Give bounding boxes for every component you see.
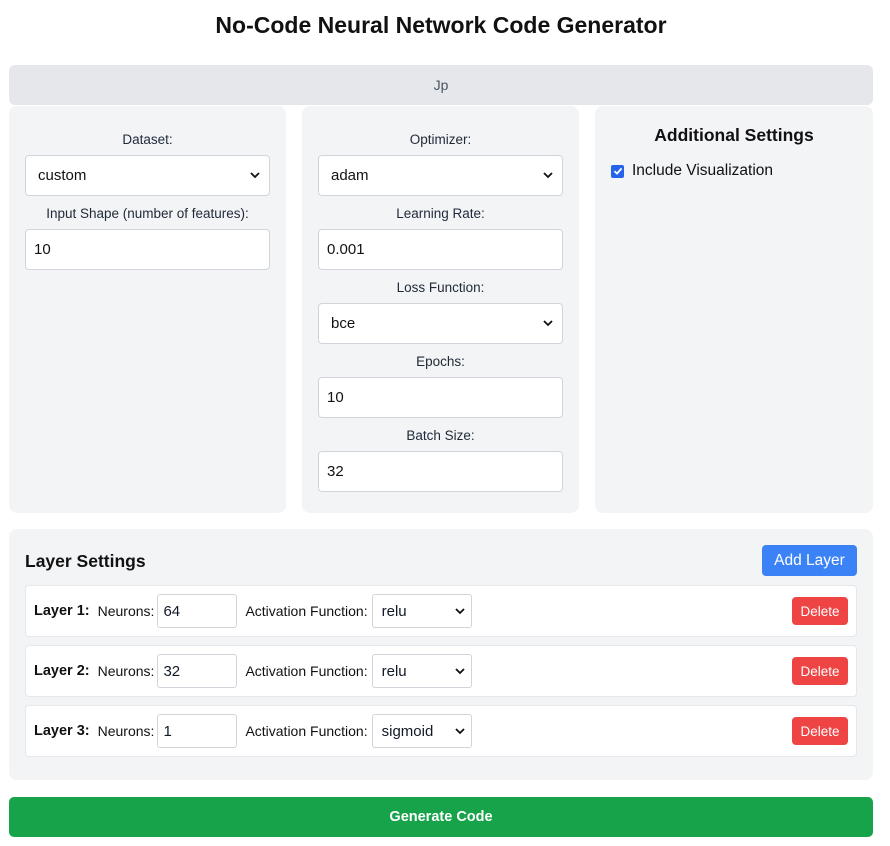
neurons-label: Neurons:	[97, 723, 155, 739]
layer-row: Layer 1: Neurons: 64 Activation Function…	[25, 585, 857, 637]
activation-value: relu	[381, 602, 407, 620]
delete-layer-button[interactable]: Delete	[792, 717, 848, 745]
epochs-input[interactable]: 10	[318, 377, 563, 418]
loss-function-label: Loss Function:	[396, 280, 485, 295]
batch-size-value: 32	[327, 463, 344, 480]
activation-value: sigmoid	[381, 722, 434, 740]
layer-row: Layer 3: Neurons: 1 Activation Function:…	[25, 705, 857, 757]
loss-function-select[interactable]: bce	[318, 303, 563, 344]
activation-select[interactable]: sigmoid	[371, 714, 472, 748]
chevron-down-icon	[454, 608, 465, 615]
layer-name: Layer 2:	[34, 663, 90, 679]
visualization-label: Include Visualization	[632, 162, 774, 179]
additional-settings-panel: Additional Settings Include Visualizatio…	[595, 106, 873, 513]
activation-label: Activation Function:	[245, 603, 368, 619]
input-shape-label: Input Shape (number of features):	[46, 206, 249, 221]
delete-layer-button[interactable]: Delete	[792, 657, 848, 685]
delete-layer-button[interactable]: Delete	[792, 597, 848, 625]
input-shape-value: 10	[34, 241, 51, 258]
chevron-down-icon	[250, 172, 260, 179]
neurons-label: Neurons:	[97, 603, 155, 619]
add-layer-button[interactable]: Add Layer	[762, 545, 857, 576]
batch-size-label: Batch Size:	[406, 428, 475, 443]
neurons-input[interactable]: 32	[157, 654, 238, 688]
activation-select[interactable]: relu	[371, 654, 472, 688]
activation-value: relu	[381, 662, 407, 680]
chevron-down-icon	[543, 172, 553, 179]
neurons-value: 64	[163, 602, 181, 620]
batch-size-input[interactable]: 32	[318, 451, 563, 492]
layer-settings-title: Layer Settings	[25, 551, 146, 571]
optimizer-label: Optimizer:	[409, 132, 472, 147]
visualization-option[interactable]: Include Visualization	[611, 162, 857, 180]
user-bar: Jp	[9, 65, 873, 105]
learning-rate-input[interactable]: 0.001	[318, 229, 563, 270]
chevron-down-icon	[454, 728, 465, 735]
activation-label: Activation Function:	[245, 663, 368, 679]
learning-rate-value: 0.001	[327, 241, 365, 258]
dataset-panel: Dataset: custom Input Shape (number of f…	[9, 106, 286, 513]
additional-settings-title: Additional Settings	[654, 125, 814, 145]
activation-label: Activation Function:	[245, 723, 368, 739]
dataset-label: Dataset:	[122, 132, 173, 147]
layer-settings-panel: Layer Settings Add Layer Layer 1: Neuron…	[9, 529, 873, 780]
optimizer-select-value: adam	[331, 167, 369, 184]
chevron-down-icon	[454, 668, 465, 675]
optimizer-select[interactable]: adam	[318, 155, 563, 196]
layer-name: Layer 1:	[34, 603, 90, 619]
learning-rate-label: Learning Rate:	[396, 206, 485, 221]
epochs-label: Epochs:	[416, 354, 465, 369]
page-title: No-Code Neural Network Code Generator	[215, 12, 667, 38]
chevron-down-icon	[543, 320, 553, 327]
activation-select[interactable]: relu	[371, 594, 472, 628]
neurons-input[interactable]: 64	[157, 594, 238, 628]
dataset-select[interactable]: custom	[25, 155, 270, 196]
layer-name: Layer 3:	[34, 723, 90, 739]
epochs-value: 10	[327, 389, 344, 406]
dataset-select-value: custom	[38, 167, 87, 184]
neurons-value: 32	[163, 662, 181, 680]
neurons-value: 1	[163, 722, 172, 740]
input-shape-input[interactable]: 10	[25, 229, 270, 270]
loss-function-value: bce	[331, 315, 356, 332]
neurons-label: Neurons:	[97, 663, 155, 679]
training-panel: Optimizer: adam Learning Rate: 0.001 Los…	[302, 106, 579, 513]
user-name: Jp	[433, 77, 449, 93]
layer-row: Layer 2: Neurons: 32 Activation Function…	[25, 645, 857, 697]
generate-code-button[interactable]: Generate Code	[9, 797, 873, 837]
visualization-checkbox[interactable]	[611, 164, 624, 178]
checkmark-icon	[613, 167, 622, 175]
neurons-input[interactable]: 1	[157, 714, 238, 748]
